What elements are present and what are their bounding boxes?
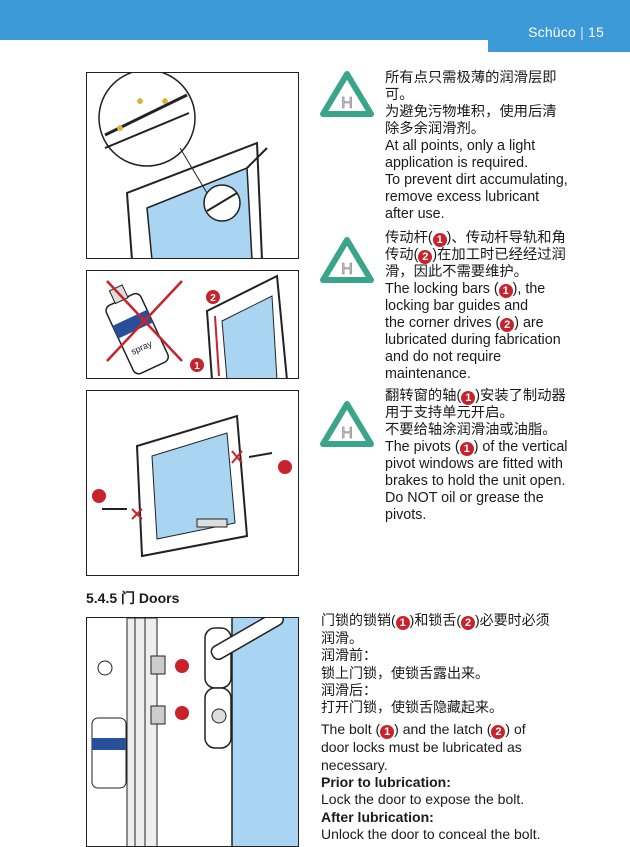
callout-2: 2	[418, 250, 433, 264]
section-number: 5.4.5	[86, 590, 118, 606]
text-line: 翻转窗的轴(1)安装了制动器	[385, 388, 566, 405]
text-line: pivot windows are fitted with	[385, 456, 563, 472]
callout-1: 1	[194, 361, 200, 372]
callout-1: 1	[395, 616, 410, 630]
illustration-spray-locking-bar: spray 2 1	[86, 270, 299, 379]
warning-letter: H	[341, 425, 353, 442]
callout-2: 2	[461, 616, 475, 630]
callout-2: 2	[500, 318, 515, 332]
text-line: 润滑前：	[321, 647, 377, 664]
text-line: 除多余润滑剂。	[385, 121, 486, 137]
text-line: The pivots (1) of the vertical	[385, 439, 568, 456]
page-header-label: Schüco | 15	[528, 24, 604, 40]
text-line: 用于支持单元开启。	[385, 405, 514, 421]
illustration-window-lubrication	[86, 72, 299, 259]
text-line: brakes to hold the unit open.	[385, 473, 566, 489]
text-line: door locks must be lubricated as	[321, 739, 522, 756]
text-line: At all points, only a light	[385, 138, 536, 154]
text-line: Do NOT oil or grease the	[385, 490, 544, 506]
text-line: 不要给轴涂润滑油或油脂。	[385, 422, 557, 438]
text-line: 润滑后：	[321, 681, 377, 698]
text-line: To prevent dirt accumulating,	[385, 172, 568, 188]
note-pivots: 翻转窗的轴(1)安装了制动器用于支持单元开启。不要给轴涂润滑油或油脂。The p…	[385, 388, 567, 524]
warning-icon: H	[320, 400, 374, 448]
callout-1: 1	[432, 233, 447, 247]
text-line: application is required.	[385, 155, 529, 171]
text-line: necessary.	[321, 756, 388, 773]
text-line: the corner drives (2) are	[385, 315, 544, 332]
text-line: 锁上门锁，使锁舌露出来。	[321, 664, 489, 681]
prior-text: Lock the door to expose the bolt.	[321, 791, 525, 808]
callout-2: 2	[491, 725, 506, 740]
callout-1: 1	[498, 284, 513, 298]
text-line: lubricated during fabrication	[385, 332, 561, 348]
warning-icon: H	[320, 70, 374, 118]
text-line: 润滑。	[321, 630, 363, 646]
text-line: 滑，因此不需要维护。	[385, 264, 528, 280]
text-line: 所有点只需极薄的润滑层即	[385, 70, 557, 86]
text-line: 打开门锁，使锁舌隐藏起来。	[321, 699, 503, 716]
header-tab	[488, 0, 630, 52]
text-line: 为避免污物堆积，使用后清	[385, 104, 557, 120]
after-label: After lubrication:	[321, 808, 434, 825]
text-line: maintenance.	[385, 366, 471, 382]
doors-text: 门锁的锁销(1)和锁舌(2)必要时必须润滑。润滑前：锁上门锁，使锁舌露出来。润滑…	[321, 612, 550, 843]
text-line: and do not require	[385, 349, 502, 365]
warning-letter: H	[341, 95, 353, 112]
separator: |	[580, 24, 584, 40]
callout-1: 1	[461, 391, 476, 405]
text-line: 门锁的锁销(1)和锁舌(2)必要时必须	[321, 612, 550, 630]
text-line: 可。	[385, 87, 414, 103]
callout-2: 2	[210, 293, 216, 304]
text-line: 传动(2)在加工时已经经过润	[385, 247, 566, 264]
text-line: after use.	[385, 206, 445, 222]
section-heading: 5.4.5 门 Doors	[86, 588, 179, 608]
text-line: 传动杆(1)、传动杆导轨和角	[385, 230, 566, 247]
text-line: The locking bars (1), the	[385, 281, 546, 298]
callout-1: 1	[380, 725, 395, 740]
note-locking-bars: 传动杆(1)、传动杆导轨和角传动(2)在加工时已经经过润滑，因此不需要维护。Th…	[385, 230, 566, 383]
prior-label: Prior to lubrication:	[321, 774, 451, 791]
brand-name: Schüco	[528, 24, 576, 40]
illustration-pivot-window	[86, 390, 299, 576]
after-text: Unlock the door to conceal the bolt.	[321, 825, 541, 842]
warning-letter: H	[341, 261, 353, 278]
callout-1: 1	[459, 442, 474, 456]
text-line: The bolt (1) and the latch (2) of	[321, 721, 526, 740]
text-line: remove excess lubricant	[385, 189, 540, 205]
illustration-door-lock	[86, 617, 299, 847]
text-line: pivots.	[385, 507, 427, 523]
section-title: 门 Doors	[121, 590, 180, 606]
note-lubrication-light: 所有点只需极薄的润滑层即可。为避免污物堆积，使用后清除多余润滑剂。At all …	[385, 70, 568, 223]
warning-icon: H	[320, 236, 374, 284]
page-number: 15	[588, 24, 604, 40]
text-line: locking bar guides and	[385, 298, 529, 314]
